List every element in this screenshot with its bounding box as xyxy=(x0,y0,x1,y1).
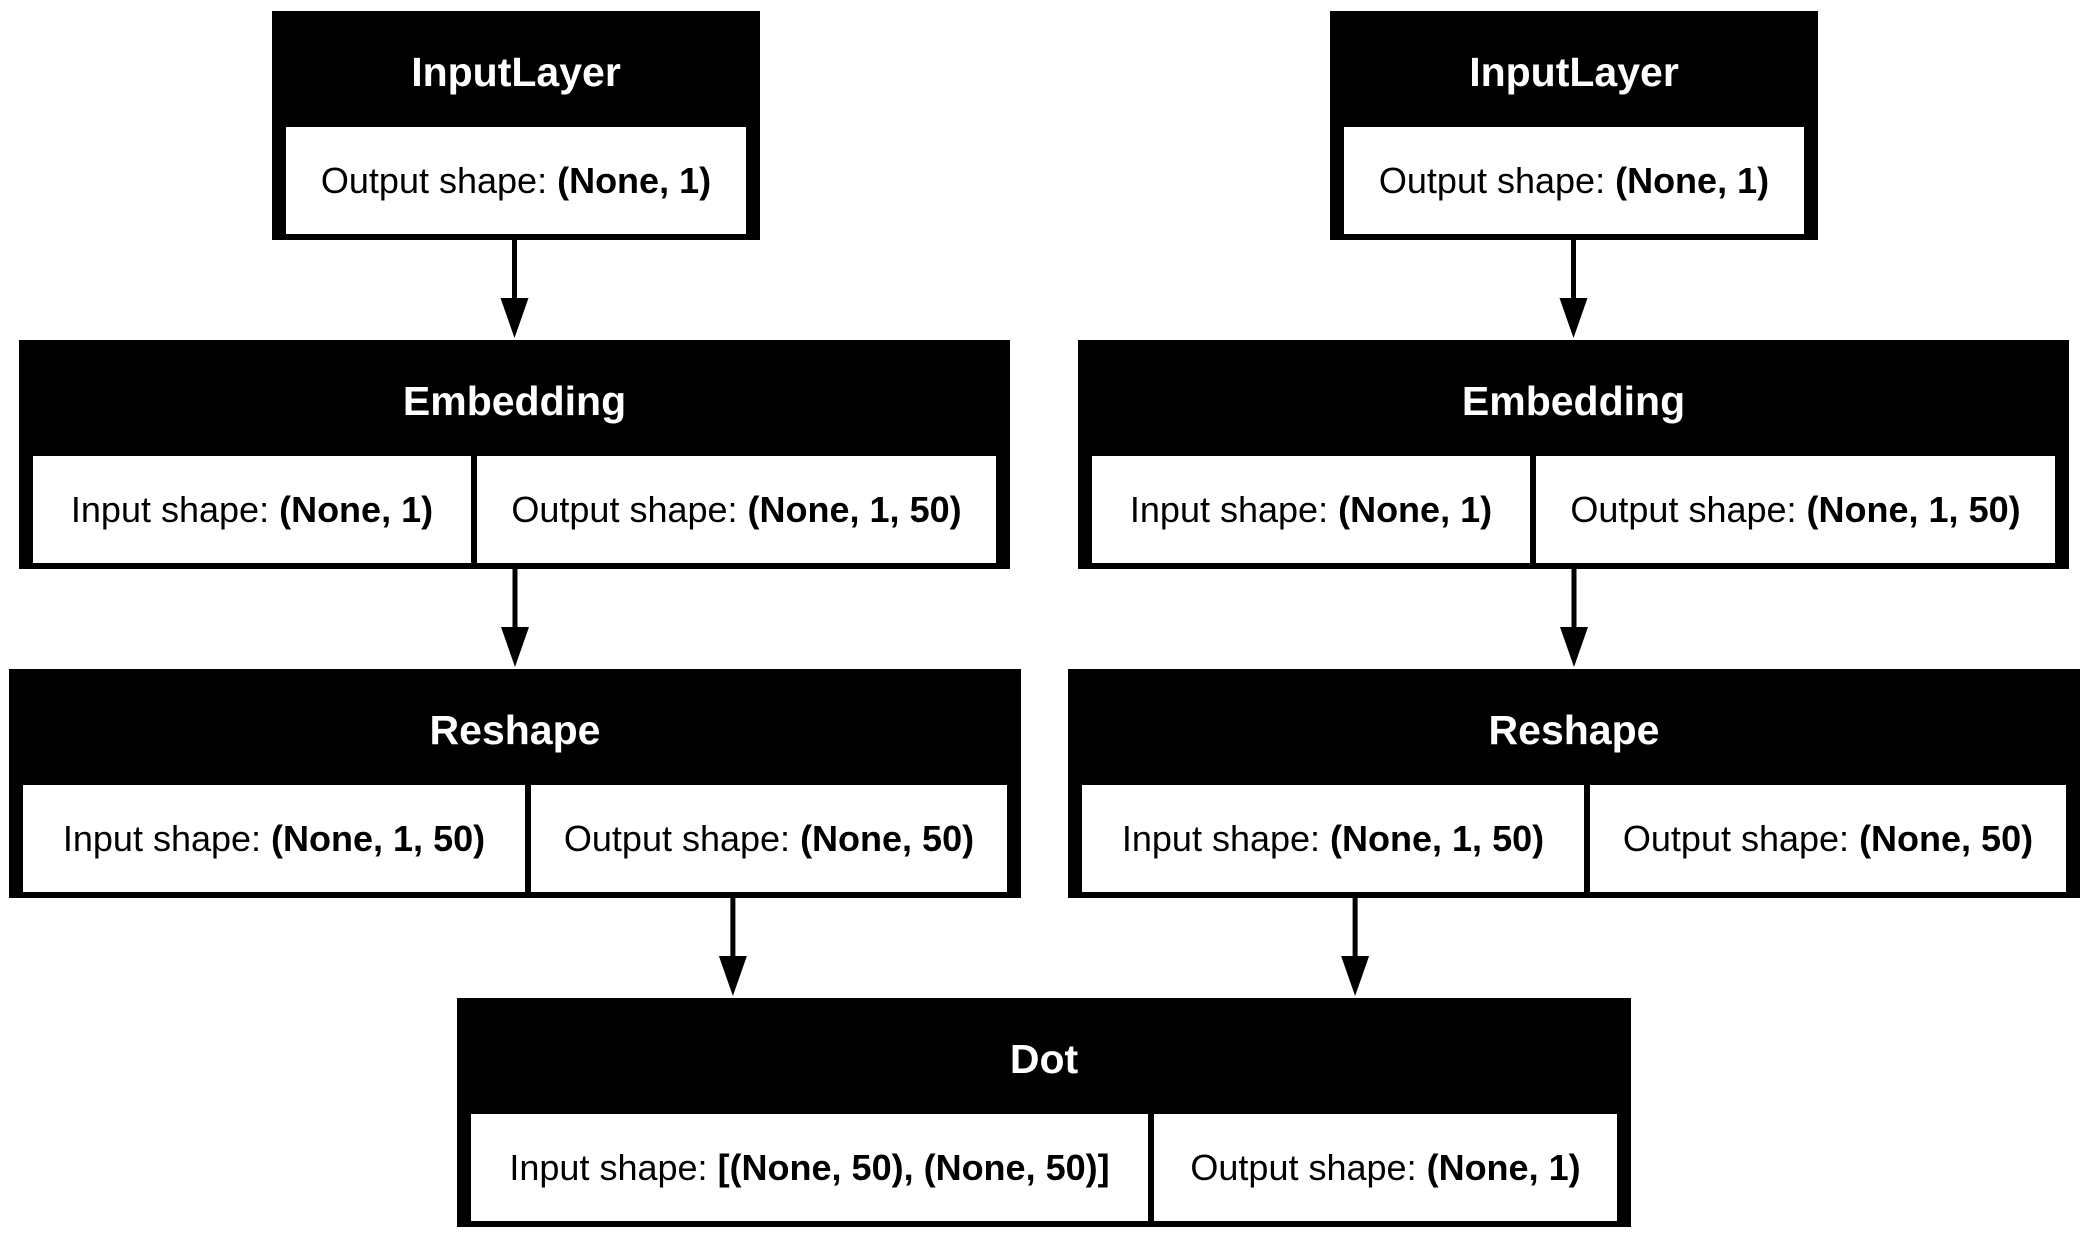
field-label: Output shape: xyxy=(1190,1146,1417,1188)
field-value: (None, 50) xyxy=(1859,817,2034,859)
node-title: InputLayer xyxy=(1469,48,1679,95)
node-title: Embedding xyxy=(402,377,627,424)
node-title: Reshape xyxy=(1488,706,1660,753)
arrowhead-icon xyxy=(1341,956,1370,996)
node-title: Embedding xyxy=(1461,377,1686,424)
field-label: Output shape: xyxy=(1570,488,1797,530)
input-layer-left-node[interactable]: InputLayer Output shape: (None, 1) xyxy=(272,11,760,240)
output-shape-cell: Output shape: (None, 50) xyxy=(1590,785,2066,892)
input-layer-right-node[interactable]: InputLayer Output shape: (None, 1) xyxy=(1330,11,1818,240)
field-label: Input shape: xyxy=(70,488,270,530)
field-value: (None, 1, 50) xyxy=(747,488,962,530)
field-value: (None, 1, 50) xyxy=(1330,817,1545,859)
field-label: Output shape: xyxy=(320,159,548,201)
field-label: Input shape: xyxy=(1129,488,1329,530)
output-shape-cell: Output shape: (None, 1) xyxy=(286,127,746,234)
reshape-left-node[interactable]: Reshape Input shape: (None, 1, 50) Outpu… xyxy=(9,669,1021,898)
field-value: (None, 1) xyxy=(279,488,434,530)
field-value: (None, 1) xyxy=(1338,488,1493,530)
field-label: Input shape: xyxy=(509,1146,708,1188)
field-value: (None, 50) xyxy=(800,817,975,859)
field-value: (None, 1, 50) xyxy=(271,817,486,859)
field-label: Output shape: xyxy=(1378,159,1606,201)
field-value: [(None, 50), (None, 50)] xyxy=(717,1146,1110,1188)
node-title: Reshape xyxy=(429,706,601,753)
input-shape-cell: Input shape: (None, 1, 50) xyxy=(1082,785,1584,892)
node-title: InputLayer xyxy=(411,48,621,95)
input-shape-cell: Input shape: [(None, 50), (None, 50)] xyxy=(471,1114,1148,1221)
input-shape-cell: Input shape: (None, 1) xyxy=(1092,456,1530,563)
arrowhead-icon xyxy=(500,298,529,338)
field-value: (None, 1) xyxy=(1426,1146,1581,1188)
arrowhead-icon xyxy=(1559,298,1588,338)
dot-node[interactable]: Dot Input shape: [(None, 50), (None, 50)… xyxy=(457,998,1631,1227)
field-label: Output shape: xyxy=(563,817,791,859)
arrowhead-icon xyxy=(1560,627,1588,667)
output-shape-cell: Output shape: (None, 1) xyxy=(1344,127,1804,234)
input-shape-cell: Input shape: (None, 1) xyxy=(33,456,471,563)
field-value: (None, 1) xyxy=(1615,159,1770,201)
field-value: (None, 1, 50) xyxy=(1806,488,2021,530)
field-label: Output shape: xyxy=(1622,817,1850,859)
arrowhead-icon xyxy=(718,956,747,996)
field-label: Input shape: xyxy=(1121,817,1321,859)
embedding-right-node[interactable]: Embedding Input shape: (None, 1) Output … xyxy=(1078,340,2069,569)
node-title: Dot xyxy=(1009,1035,1079,1082)
field-label: Input shape: xyxy=(62,817,262,859)
reshape-right-node[interactable]: Reshape Input shape: (None, 1, 50) Outpu… xyxy=(1068,669,2080,898)
output-shape-cell: Output shape: (None, 1, 50) xyxy=(477,456,996,563)
field-value: (None, 1) xyxy=(557,159,712,201)
embedding-left-node[interactable]: Embedding Input shape: (None, 1) Output … xyxy=(19,340,1010,569)
output-shape-cell: Output shape: (None, 1) xyxy=(1154,1114,1617,1221)
output-shape-cell: Output shape: (None, 1, 50) xyxy=(1536,456,2055,563)
input-shape-cell: Input shape: (None, 1, 50) xyxy=(23,785,525,892)
field-label: Output shape: xyxy=(511,488,738,530)
arrowhead-icon xyxy=(501,627,529,667)
output-shape-cell: Output shape: (None, 50) xyxy=(531,785,1007,892)
